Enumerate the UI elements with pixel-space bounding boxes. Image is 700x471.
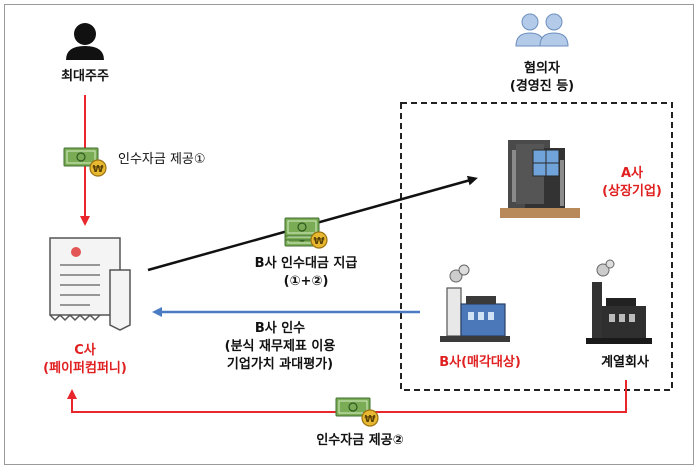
receipt-icon <box>49 237 131 331</box>
acquisition-label-line3: 기업가치 과대평가) <box>226 357 334 372</box>
factory-icon <box>440 264 510 342</box>
acquisition-label-line1: B사 인수 <box>254 321 306 336</box>
conspirators-label-line1: 혐의자 <box>524 61 560 76</box>
company-a-label-line1: A사 <box>620 166 644 181</box>
people-group-icon <box>515 13 569 47</box>
person-icon <box>66 23 104 60</box>
funding-1-label: 인수자금 제공① <box>118 152 206 167</box>
affiliate-factory-icon <box>586 259 652 344</box>
money-icon-bottom <box>335 397 379 427</box>
diagram-frame <box>4 4 694 465</box>
office-building-icon <box>500 140 580 218</box>
affiliate-label: 계열회사 <box>601 355 649 370</box>
payment-label-line2: (①+②) <box>283 274 329 289</box>
largest-shareholder-label: 최대주주 <box>61 69 109 84</box>
company-c-label-line2: (페이퍼컴퍼니) <box>43 361 127 376</box>
company-c-label-line1: C사 <box>74 343 96 358</box>
company-b-label: B사(매각대상) <box>439 355 521 370</box>
acquisition-label-line2: (분식 재무제표 이용 <box>224 339 336 354</box>
conspirators-label-line2: (경영진 등) <box>509 79 575 94</box>
conspirators-group-box <box>400 102 673 391</box>
company-a-label-line2: (상장기업) <box>602 184 662 199</box>
payment-label-line1: B사 인수대금 지급 <box>254 256 358 271</box>
funding-2-label: 인수자금 제공② <box>316 433 404 448</box>
